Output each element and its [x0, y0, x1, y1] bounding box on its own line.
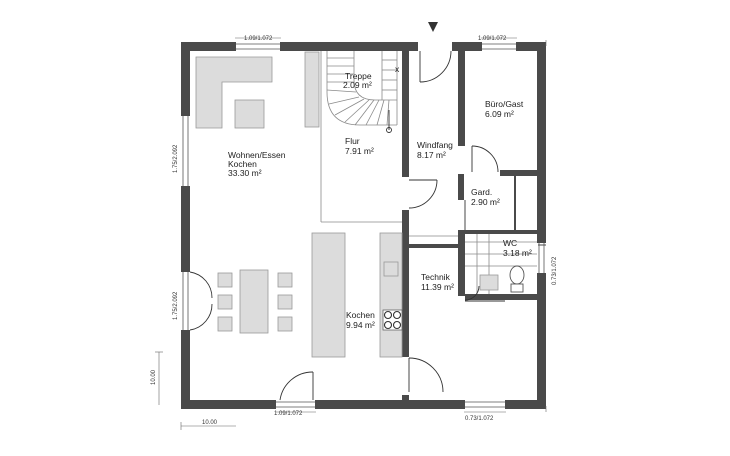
- room-label-technik: Technik 11.39 m²: [421, 272, 454, 292]
- room-name: Gard.: [471, 187, 492, 197]
- dimension-label: 0.73/1.072: [552, 256, 558, 285]
- windows: [182, 43, 545, 408]
- room-area: 9.94 m²: [346, 320, 375, 330]
- room-name: Wohnen/Essen: [228, 150, 286, 160]
- outer-walls: [181, 42, 546, 409]
- dimension-label: 1.09/1.072: [244, 36, 273, 42]
- room-name: Büro/Gast: [485, 99, 524, 109]
- room-area: 2.90 m²: [471, 197, 500, 207]
- stair-mark: x: [395, 64, 400, 74]
- inner-walls: [402, 51, 538, 402]
- room-label-windfang: Windfang 8.17 m²: [417, 140, 453, 160]
- wc-fixtures: [465, 234, 537, 294]
- dimension-label: 10.00: [202, 420, 218, 426]
- dimension-label: 1.09/1.072: [478, 36, 507, 42]
- dimension-label: 1.75/2.092: [173, 291, 179, 320]
- room-name-line2: Kochen: [228, 159, 257, 169]
- dimension-label: 0.73/1.072: [465, 416, 494, 422]
- room-name: Flur: [345, 136, 360, 146]
- room-label-buero: Büro/Gast 6.09 m²: [485, 99, 524, 119]
- room-label-flur: Flur 7.91 m²: [345, 136, 374, 156]
- doors: [279, 50, 546, 401]
- room-area: 7.91 m²: [345, 146, 374, 156]
- room-area: 8.17 m²: [417, 150, 446, 160]
- room-label-treppe: Treppe 2.09 m²: [343, 71, 372, 90]
- dimension-ticks: [155, 37, 547, 430]
- entrance-marker-icon: [428, 22, 438, 32]
- room-name: Treppe: [345, 71, 372, 81]
- room-label-kochen: Kochen 9.94 m²: [346, 310, 375, 330]
- staircase: [326, 51, 398, 133]
- dimension-label: 10.00: [151, 369, 157, 385]
- living-furniture: [195, 51, 346, 358]
- kitchen-counter: [379, 232, 403, 358]
- room-label-gard: Gard. 2.90 m²: [471, 187, 500, 207]
- dimension-label: 1.75/2.092: [173, 144, 179, 173]
- room-area: 11.39 m²: [421, 282, 454, 292]
- room-area: 3.18 m²: [503, 248, 532, 258]
- room-area: 6.09 m²: [485, 109, 514, 119]
- room-area: 2.09 m²: [343, 80, 372, 90]
- room-name: Kochen: [346, 310, 375, 320]
- room-label-wohnen: Wohnen/Essen Kochen 33.30 m²: [228, 150, 286, 178]
- room-label-wc: WC 3.18 m²: [503, 238, 532, 258]
- light-partitions: [320, 51, 458, 237]
- room-name: Windfang: [417, 140, 453, 150]
- room-area: 33.30 m²: [228, 168, 262, 178]
- room-name: WC: [503, 238, 517, 248]
- room-name: Technik: [421, 272, 451, 282]
- dimension-label: 1.09/1.072: [274, 411, 303, 417]
